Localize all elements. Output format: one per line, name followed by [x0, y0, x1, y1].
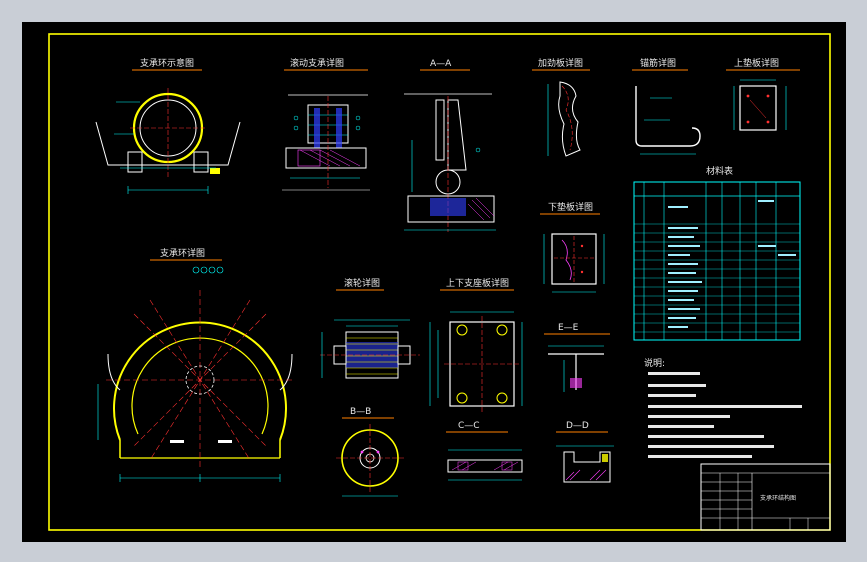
- title-upper-pad-detail: 上垫板详图: [734, 57, 779, 69]
- view-section-a[interactable]: [404, 93, 496, 232]
- view-upper-pad-detail[interactable]: [733, 79, 787, 131]
- title-stiffener-detail: 加劲板详图: [538, 57, 583, 69]
- title-bearing-plate-detail: 上下支座板详图: [446, 277, 509, 289]
- notes-title: 说明:: [644, 357, 665, 369]
- title-rolling-support-detail: 滚动支承详图: [290, 57, 344, 69]
- drawing-border: [48, 33, 831, 531]
- title-section-a: A—A: [430, 59, 452, 69]
- drawing-name: 支承环结构图: [760, 494, 796, 502]
- view-section-c[interactable]: [447, 449, 523, 481]
- view-rolling-support-detail[interactable]: [282, 94, 370, 191]
- view-bearing-plate-detail[interactable]: [429, 311, 523, 412]
- title-block[interactable]: 支承环结构图: [700, 463, 831, 531]
- material-table[interactable]: [633, 181, 801, 341]
- view-support-ring-detail[interactable]: [97, 266, 294, 482]
- title-support-ring-detail: 支承环详图: [160, 247, 205, 259]
- title-section-e: E—E: [558, 323, 579, 333]
- title-roller-detail: 滚轮详图: [344, 277, 380, 289]
- view-lower-pad-detail[interactable]: [543, 233, 605, 293]
- view-section-b[interactable]: [336, 424, 404, 497]
- title-section-d: D—D: [566, 421, 589, 431]
- view-support-ring-schematic[interactable]: [95, 88, 241, 194]
- view-anchor-detail[interactable]: [635, 86, 701, 155]
- title-material-table: 材料表: [706, 165, 733, 177]
- title-section-b: B—B: [350, 407, 371, 417]
- title-support-ring-schematic: 支承环示意图: [140, 57, 194, 69]
- title-lower-pad-detail: 下垫板详图: [548, 201, 593, 213]
- view-section-e[interactable]: [548, 345, 604, 392]
- title-anchor-detail: 锚筋详图: [640, 57, 676, 69]
- title-section-c: C—C: [458, 421, 480, 431]
- view-roller-detail[interactable]: [320, 319, 420, 379]
- notes-block: 说明:: [644, 357, 802, 458]
- view-stiffener-detail[interactable]: [547, 81, 581, 157]
- view-section-d[interactable]: [556, 445, 614, 483]
